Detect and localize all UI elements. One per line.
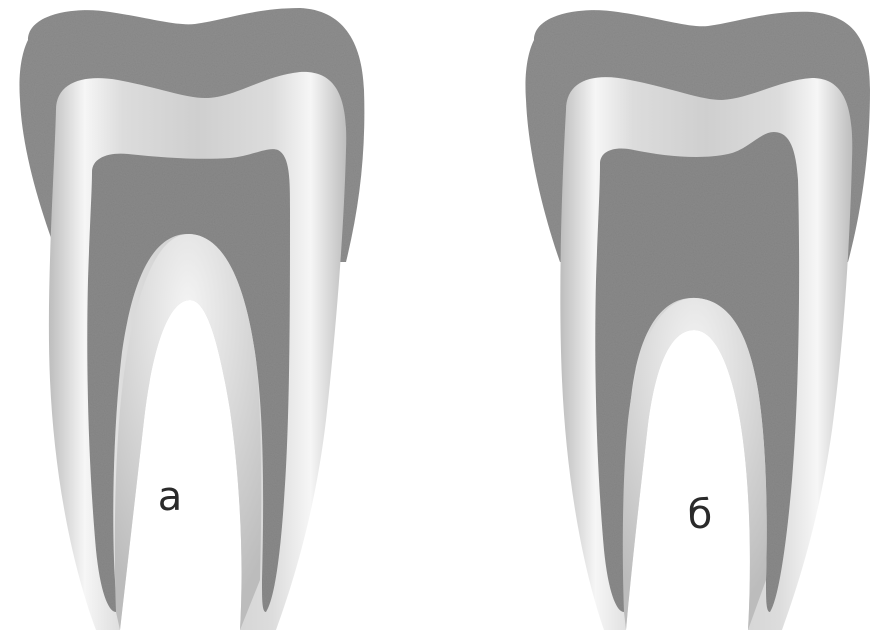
panel-label-a: а [158, 474, 183, 520]
tooth-b: б [525, 10, 870, 630]
tooth-a: а [19, 8, 364, 630]
panel-label-b: б [688, 492, 713, 538]
tooth-b-furcation [623, 298, 767, 630]
